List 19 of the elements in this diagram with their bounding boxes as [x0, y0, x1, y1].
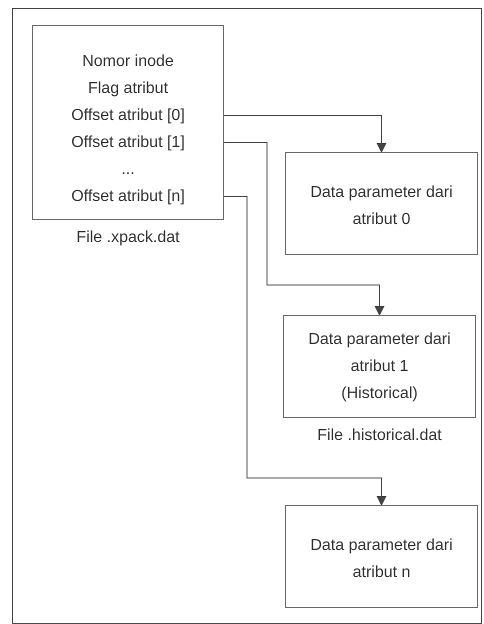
box-text: Offset atribut [n]	[70, 187, 186, 207]
box-text: (Historical)	[340, 384, 419, 404]
box-text: Flag atribut	[86, 79, 170, 99]
file-caption: File .historical.dat	[316, 426, 443, 446]
file-caption: File .xpack.dat	[75, 228, 181, 248]
data-box	[285, 505, 478, 608]
data-box	[285, 152, 478, 255]
box-text: ...	[120, 160, 136, 180]
box-text: Nomor inode	[81, 52, 175, 72]
data-box	[32, 25, 224, 220]
box-text: Data parameter dari atribut n	[309, 536, 454, 583]
arrow	[224, 142, 384, 316]
data-box	[283, 315, 476, 418]
arrow	[224, 115, 386, 153]
box-text: Offset atribut [1]	[70, 133, 186, 153]
arrow	[224, 196, 386, 506]
box-text: Offset atribut [0]	[70, 106, 186, 126]
box-text: Data parameter dari atribut 1	[307, 330, 452, 377]
box-text: Data parameter dari atribut 0	[309, 183, 454, 230]
